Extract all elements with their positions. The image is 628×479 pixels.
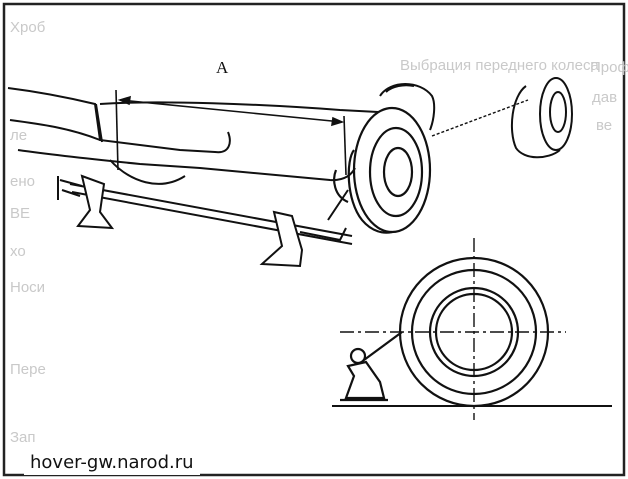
detail-view <box>332 238 612 420</box>
ghost-right-line-3: ве <box>596 117 613 134</box>
ghost-left-line-8: Зап <box>10 429 36 446</box>
track-gauge-bar <box>57 174 353 268</box>
ghost-left-line-3: ено <box>10 173 35 190</box>
ghost-right-line-1: Проф <box>590 59 628 76</box>
dimension-a-label: A <box>216 58 229 77</box>
detached-wheel <box>510 77 573 159</box>
dimension-a <box>115 89 347 176</box>
watermark-text: hover-gw.narod.ru <box>24 452 200 475</box>
ghost-left-line-7: Пере <box>10 361 46 378</box>
ghost-right-line-2: дав <box>592 89 618 106</box>
front-wheel <box>333 106 432 234</box>
ghost-left-line-1: Хроб <box>10 19 46 36</box>
leader-line <box>431 99 529 137</box>
ghost-left-line-4: ВЕ <box>10 205 31 222</box>
ghost-left-line-5: хо <box>10 243 26 260</box>
ghost-left-line-6: Носи <box>10 279 46 296</box>
ghost-left-line-2: ле <box>10 127 28 144</box>
ghost-header-text: Выбрация переднего колеса <box>400 57 599 74</box>
